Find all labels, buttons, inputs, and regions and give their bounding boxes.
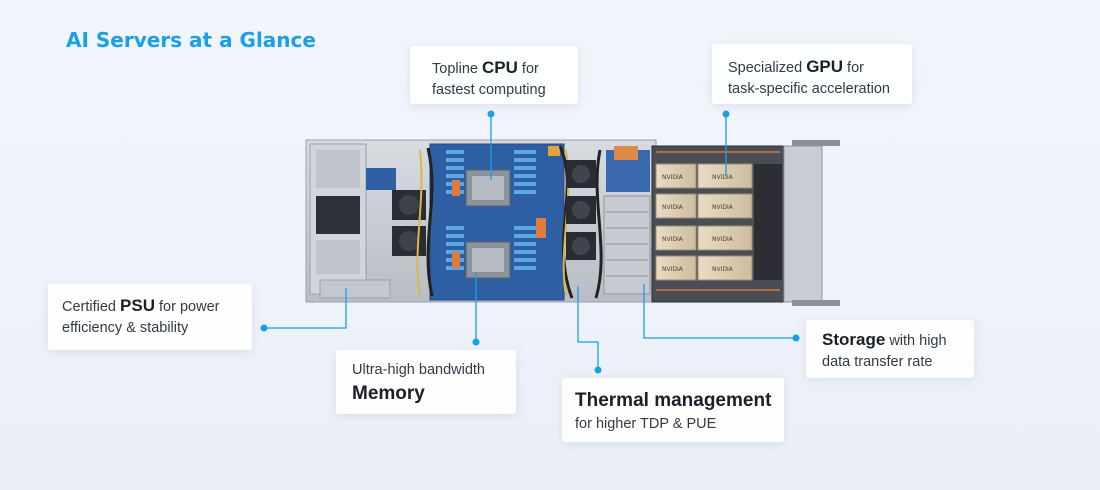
svg-text:NVIDIA: NVIDIA <box>662 236 684 243</box>
keyword-storage: Storage <box>822 330 886 349</box>
motherboard <box>429 143 565 301</box>
svg-text:NVIDIA: NVIDIA <box>712 204 734 211</box>
leader-storage <box>643 284 796 339</box>
dot-psu <box>260 324 268 332</box>
thermal-fans <box>566 160 596 260</box>
dot-cpu <box>487 110 495 118</box>
storage-bays <box>603 146 651 295</box>
svg-text:NVIDIA: NVIDIA <box>662 204 684 211</box>
gpu-array <box>655 163 782 281</box>
callout-gpu: Specialized GPU for task-specific accele… <box>712 44 912 104</box>
svg-text:NVIDIA: NVIDIA <box>712 174 734 181</box>
keyword-thermal: Thermal management <box>575 390 772 411</box>
dot-thermal <box>594 366 602 374</box>
svg-text:NVIDIA: NVIDIA <box>712 236 734 243</box>
keyword-psu: PSU <box>120 296 155 315</box>
leader-lines <box>264 114 796 370</box>
callout-cpu: Topline CPU for fastest computing <box>410 46 578 104</box>
cables <box>426 145 603 299</box>
callout-memory: Ultra-high bandwidth Memory <box>336 350 516 414</box>
svg-text:NVIDIA: NVIDIA <box>662 266 684 273</box>
gpu-brand-labels: NVIDIA NVIDIA NVIDIA NVIDIA NVIDIA NVIDI… <box>662 174 734 273</box>
leader-psu <box>264 288 347 329</box>
page-title: AI Servers at a Glance <box>66 28 316 52</box>
dot-gpu <box>722 110 730 118</box>
svg-text:NVIDIA: NVIDIA <box>662 174 684 181</box>
callout-psu: Certified PSU for power efficiency & sta… <box>48 284 252 350</box>
keyword-gpu: GPU <box>806 57 844 76</box>
dot-memory <box>472 338 480 346</box>
leader-thermal <box>577 286 599 370</box>
keyword-cpu: CPU <box>481 58 518 77</box>
keyword-memory: Memory <box>352 383 425 404</box>
callout-storage: Storage with high data transfer rate <box>806 320 974 378</box>
svg-text:NVIDIA: NVIDIA <box>712 266 734 273</box>
dot-storage <box>792 334 800 342</box>
callout-thermal: Thermal management for higher TDP & PUE <box>562 378 784 442</box>
psu-section <box>309 143 396 299</box>
